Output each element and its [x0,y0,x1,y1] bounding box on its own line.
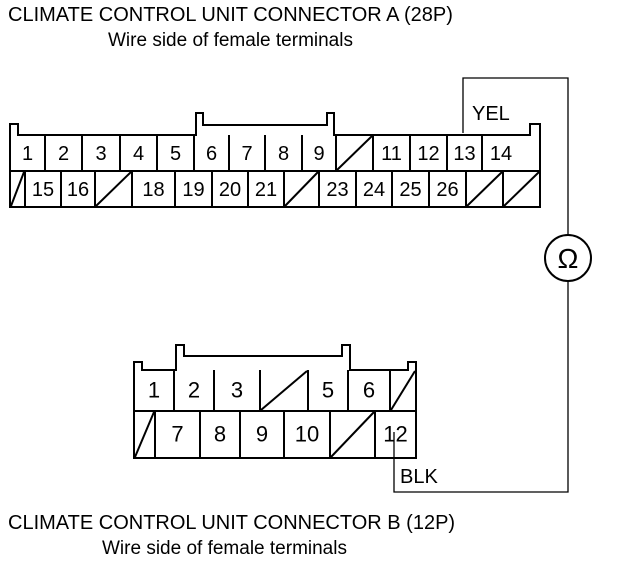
connector-a-bottom-empty-cavity [503,171,540,207]
connector-a-bottom-terminal-19: 19 [182,179,204,201]
connector-a-housing [9,112,541,208]
connector-b-top-terminal-5: 5 [322,378,334,403]
connector-a-bottom-empty-cavity [284,171,319,207]
connector-b-top-terminal-6: 6 [363,378,375,403]
connector-b-bottom-terminal-9: 9 [256,422,268,447]
yel-probe-wire [462,77,569,234]
connector-a-subtitle: Wire side of female terminals [108,30,353,51]
connector-a-top-terminal-11: 11 [381,143,402,165]
ohm-symbol: Ω [558,243,579,274]
connector-a-top-empty-cavity [336,135,373,171]
connector-b-top-terminal-3: 3 [231,378,243,403]
connector-a-bottom-terminal-26: 26 [436,179,458,201]
connector-b-subtitle: Wire side of female terminals [102,538,347,559]
blk-wire-label: BLK [400,466,438,488]
connector-b-bottom-terminal-12: 12 [383,422,407,447]
ohmmeter: Ω [544,234,592,282]
connector-b-top-empty-cavity [260,370,308,411]
connector-a-top-terminal-1: 1 [22,143,33,165]
connector-a-title: CLIMATE CONTROL UNIT CONNECTOR A (28P) [8,4,453,26]
connector-b-bottom-empty-cavity [134,411,155,458]
connector-a-bottom-terminal-15: 15 [32,179,54,201]
connector-a-bottom-empty-cavity [95,171,132,207]
connector-a-top-terminal-4: 4 [133,143,144,165]
connector-a-top-terminal-13: 13 [453,143,475,165]
yel-wire-label: YEL [472,103,510,125]
connector-b-bottom-empty-cavity [330,411,375,458]
connector-a-top-terminal-2: 2 [58,143,69,165]
connector-a-bottom-terminal-18: 18 [142,179,164,201]
connector-a-top-terminal-7: 7 [241,143,252,165]
connector-b-bottom-terminal-7: 7 [171,422,183,447]
connector-a-bottom-terminal-20: 20 [219,179,241,201]
connector-b-title: CLIMATE CONTROL UNIT CONNECTOR B (12P) [8,512,456,534]
connector-a-top-terminal-9: 9 [313,143,324,165]
ohmmeter-dial [544,234,592,282]
connector-b-top-empty-cavity [390,370,416,411]
connector-a-top-terminal-8: 8 [278,143,289,165]
connector-a-bottom-terminal-24: 24 [363,179,385,201]
connector-a-top-terminal-14: 14 [490,143,512,165]
blk-probe-wire [393,282,569,493]
connector-a-bottom-terminal-23: 23 [326,179,348,201]
connector-a-top-terminal-5: 5 [170,143,181,165]
connector-a-bottom-terminal-25: 25 [399,179,421,201]
connector-a-top-terminal-3: 3 [95,143,106,165]
connector-a-bottom-empty-cavity [10,171,25,207]
connector-a-top-terminal-12: 12 [417,143,439,165]
connector-b-bottom-terminal-8: 8 [214,422,226,447]
connector-b-housing [133,344,417,459]
connector-a-bottom-terminal-21: 21 [255,179,277,201]
connector-a-bottom-empty-cavity [466,171,503,207]
connector-b-top-terminal-2: 2 [188,378,200,403]
connector-b-bottom-terminal-10: 10 [295,422,319,447]
connector-b-top-terminal-1: 1 [148,378,160,403]
connector-a-top-terminal-6: 6 [206,143,217,165]
connector-a-bottom-terminal-16: 16 [67,179,89,201]
